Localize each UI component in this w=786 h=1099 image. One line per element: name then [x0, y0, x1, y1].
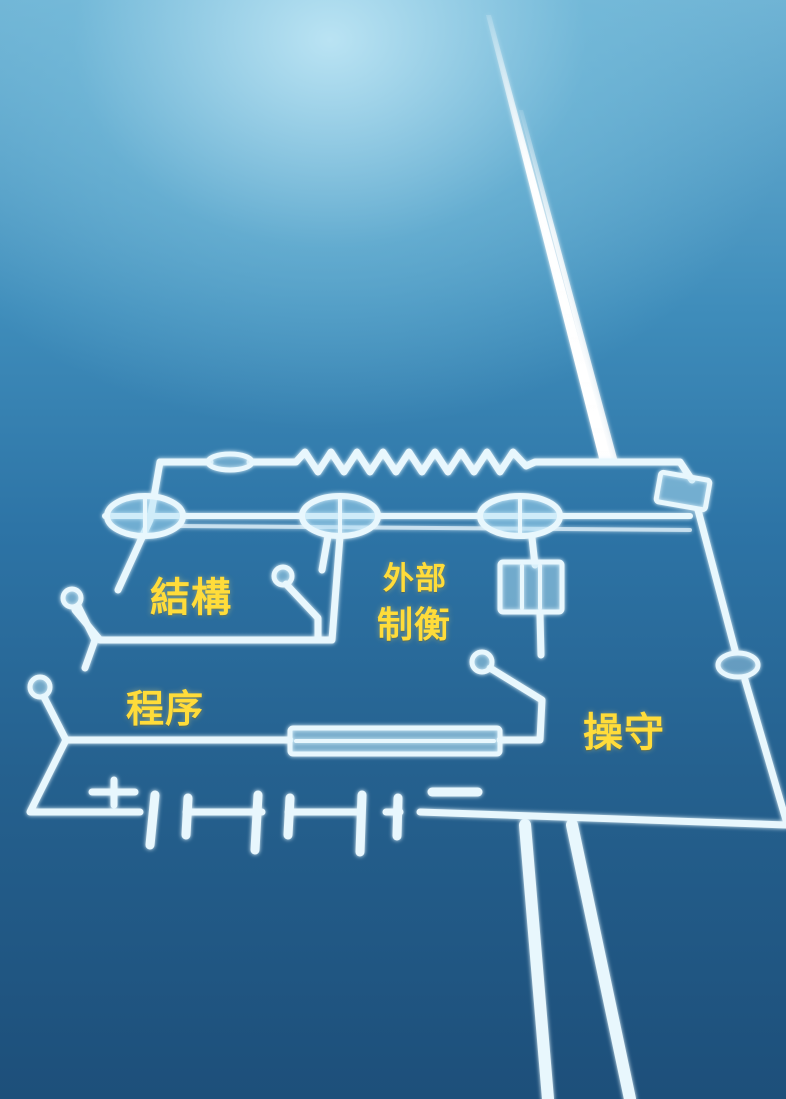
- right-node: [715, 650, 761, 680]
- right-capacitor: [653, 469, 713, 513]
- bottom-bus-trace: [519, 819, 636, 1099]
- label-process: 程序: [126, 687, 205, 731]
- label-structure: 結構: [150, 575, 232, 621]
- top-node: [205, 451, 255, 473]
- right-frame-trace: [676, 458, 786, 824]
- vertical-bus-trace: [486, 15, 618, 462]
- battery-cells: [145, 790, 403, 857]
- top-trace: [156, 448, 684, 476]
- label-external-line1: 外部: [383, 561, 447, 597]
- bus-node-1: [104, 493, 186, 539]
- bus-node-3: [477, 493, 563, 539]
- label-external-line2: 制衡: [377, 605, 452, 646]
- battery-plus-sign: [88, 776, 139, 809]
- operation-terminal: [469, 649, 495, 675]
- center-fuse: [497, 559, 565, 615]
- bus-node-2: [299, 493, 381, 539]
- left-terminal: [60, 586, 84, 610]
- process-terminal: [27, 674, 53, 700]
- bottom-frame-trace: [26, 736, 786, 829]
- label-operation: 操守: [583, 710, 665, 756]
